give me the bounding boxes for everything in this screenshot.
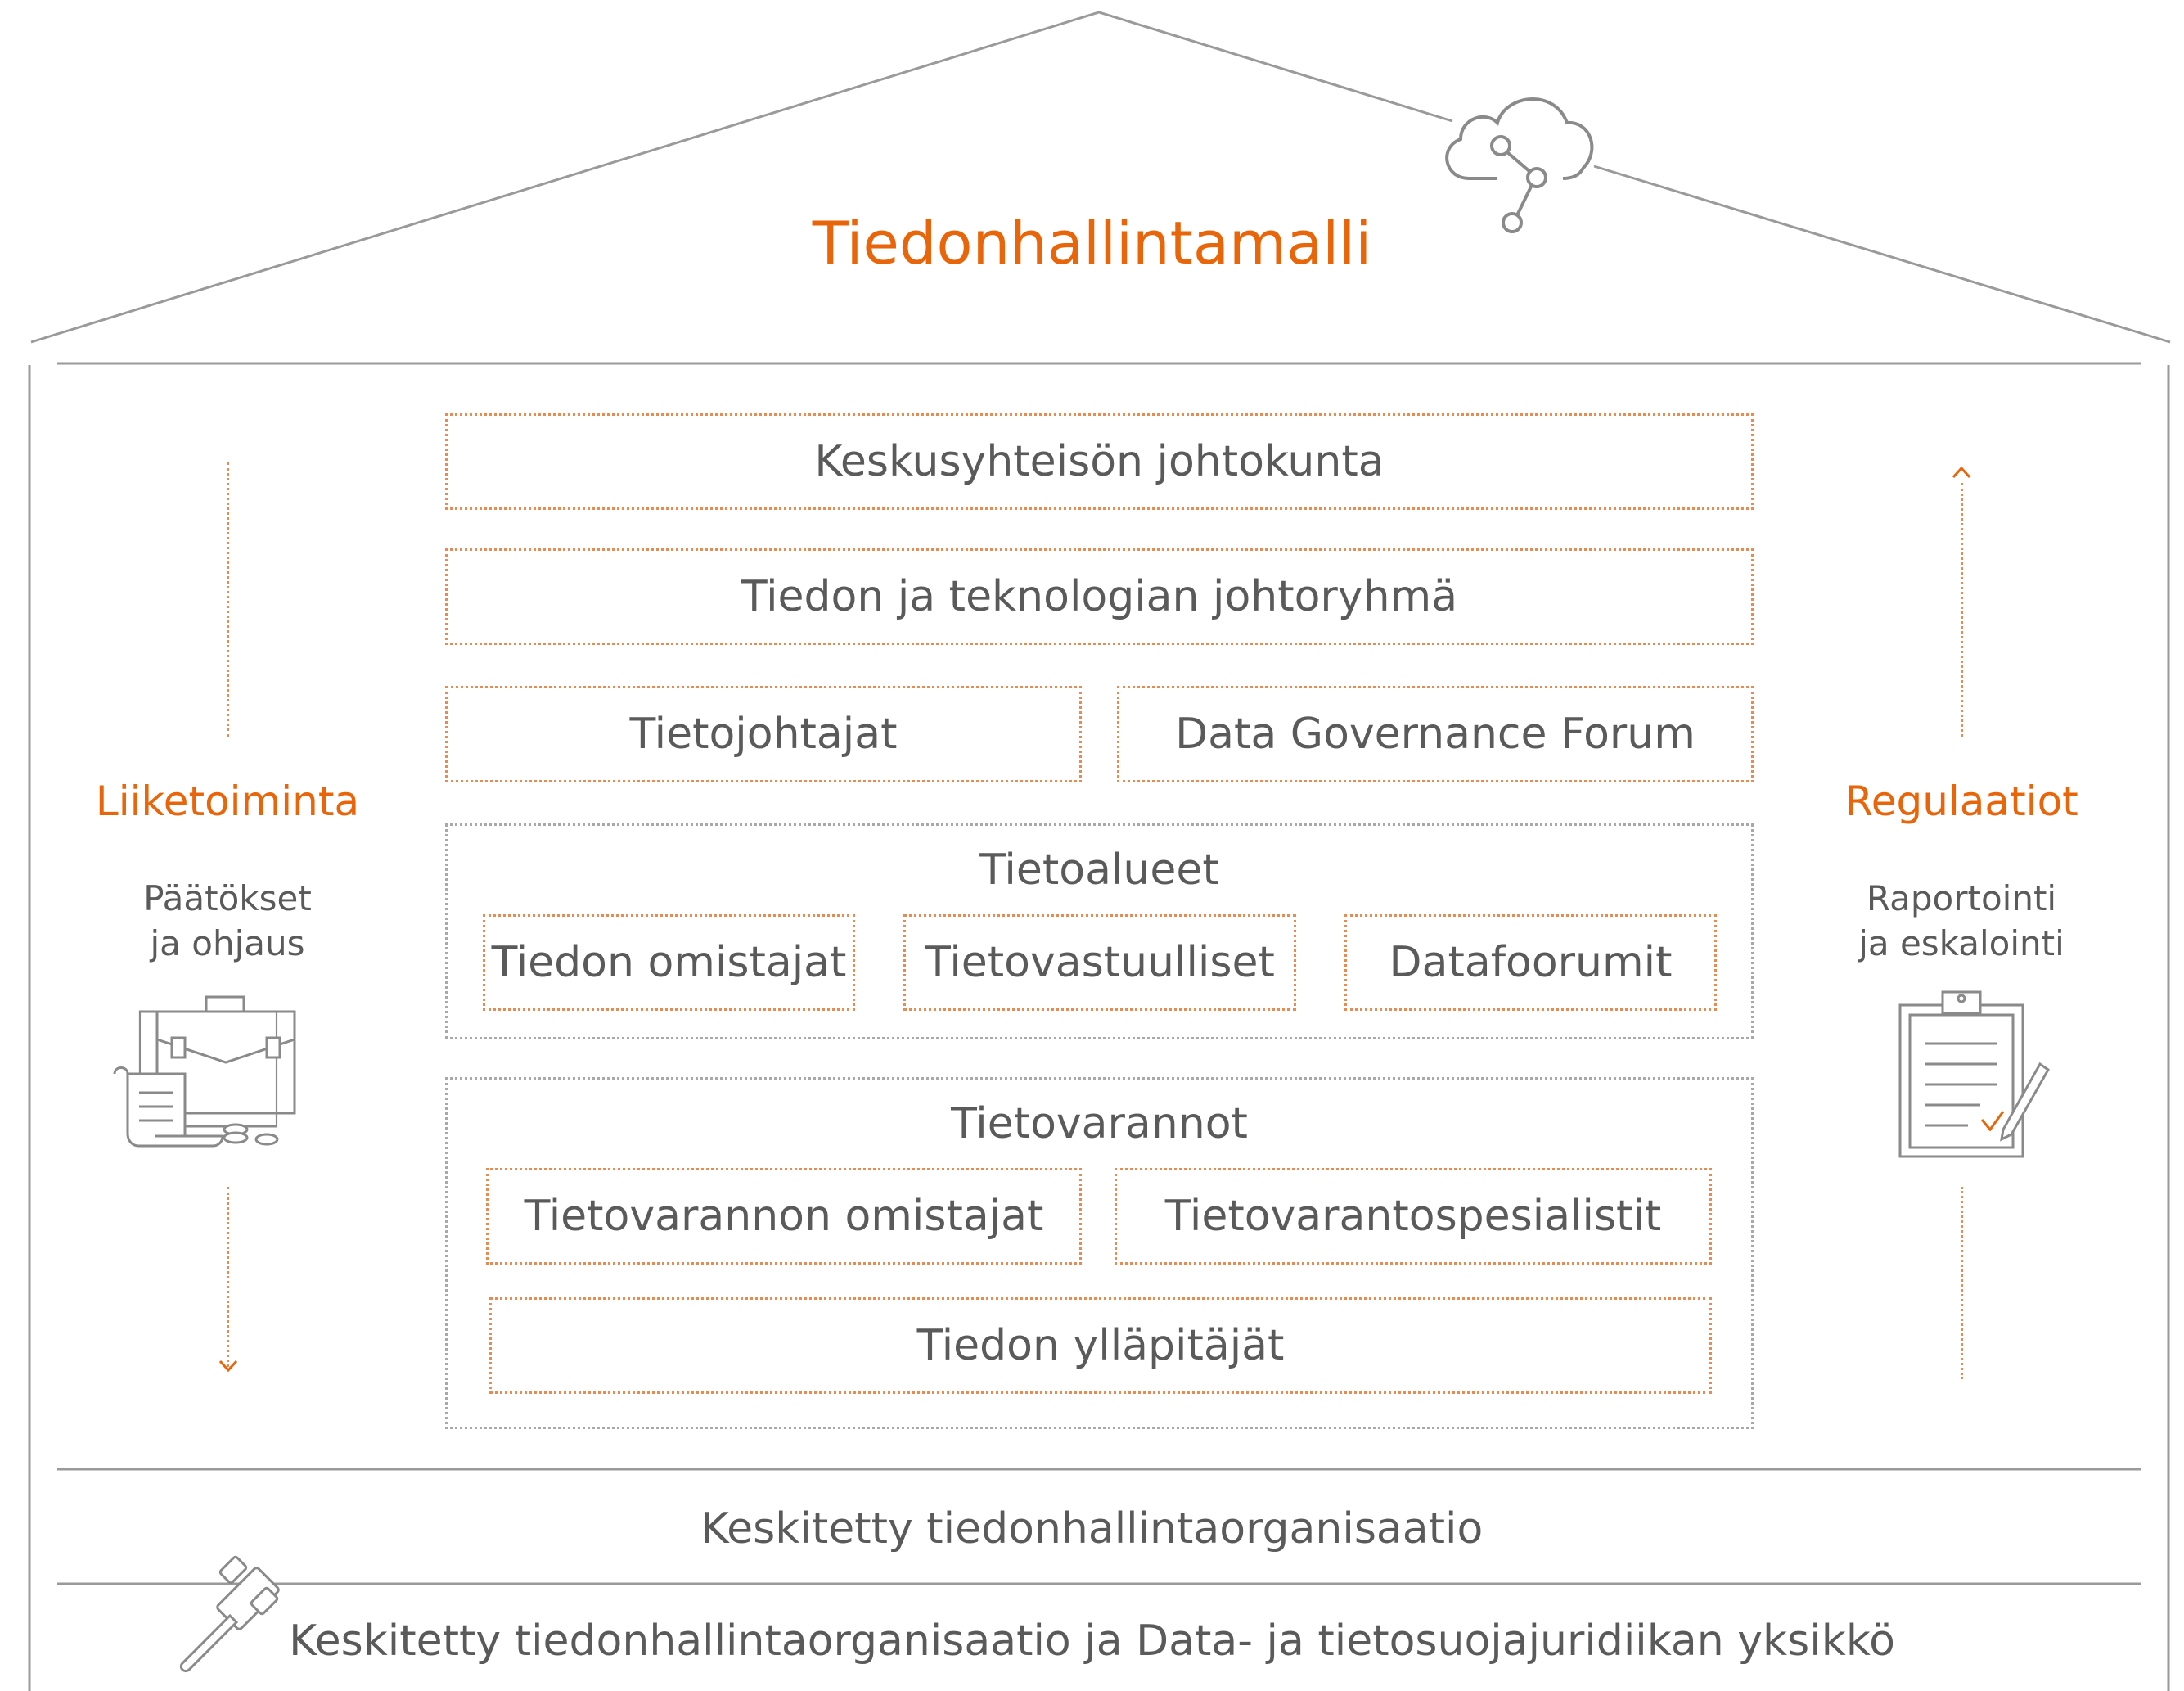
right-subtitle-line2: ja eskalointi	[1858, 923, 2065, 963]
diagram-title: Tiedonhallintamalli	[812, 209, 1372, 277]
data-leaders-box: Tietojohtajat	[445, 686, 1082, 782]
left-dotted-line-bottom	[227, 1187, 229, 1367]
board-label: Keskusyhteisön johtokunta	[814, 437, 1385, 486]
data-forums-box: Datafoorumit	[1344, 914, 1717, 1011]
asset-specialists-label: Tietovarantospesialistit	[1164, 1192, 1662, 1241]
legal-unit-label: Keskitetty tiedonhallintaorganisaatio ja…	[289, 1617, 1895, 1666]
asset-specialists-box: Tietovarantospesialistit	[1115, 1168, 1712, 1265]
left-subtitle-line1: Päätökset	[143, 878, 312, 918]
left-dotted-line-top	[227, 462, 229, 737]
gavel-icon	[179, 1555, 280, 1673]
governance-forum-label: Data Governance Forum	[1175, 710, 1695, 759]
board-box: Keskusyhteisön johtokunta	[445, 413, 1754, 510]
data-leaders-label: Tietojohtajat	[629, 710, 898, 759]
right-dotted-line-top	[1961, 483, 1963, 737]
down-arrow-icon	[218, 1360, 238, 1373]
asset-owners-box: Tietovarannon omistajat	[486, 1168, 1082, 1265]
asset-owners-label: Tietovarannon omistajat	[524, 1192, 1044, 1241]
data-domains-title: Tietoalueet	[979, 846, 1219, 895]
right-dotted-line-bottom	[1961, 1187, 1963, 1379]
left-title: Liiketoiminta	[95, 778, 360, 825]
data-assets-group: Tietovarannot	[445, 1077, 1754, 1429]
data-maintainers-box: Tiedon ylläpitäjät	[489, 1297, 1712, 1394]
data-stewards-label: Tietovastuulliset	[925, 938, 1275, 987]
data-forums-label: Datafoorumit	[1389, 938, 1673, 987]
up-arrow-icon	[1952, 466, 1971, 479]
steering-group-label: Tiedon ja teknologian johtoryhmä	[741, 572, 1458, 621]
cloud-network-icon	[1445, 97, 1594, 233]
data-domains-group: Tietoalueet	[445, 823, 1754, 1039]
governance-forum-box: Data Governance Forum	[1117, 686, 1754, 782]
data-stewards-box: Tietovastuulliset	[903, 914, 1296, 1011]
data-assets-title: Tietovarannot	[951, 1099, 1248, 1148]
left-subtitle-line2: ja ohjaus	[150, 923, 305, 963]
roof-right-line	[1593, 165, 2171, 344]
right-subtitle-line1: Raportointi	[1866, 878, 2057, 918]
data-maintainers-label: Tiedon ylläpitäjät	[916, 1321, 1285, 1370]
briefcase-documents-icon	[113, 995, 296, 1148]
data-owners-label: Tiedon omistajat	[491, 938, 847, 987]
data-owners-box: Tiedon omistajat	[483, 914, 855, 1011]
clipboard-checklist-icon	[1898, 990, 2050, 1158]
central-organisation-label: Keskitetty tiedonhallintaorganisaatio	[700, 1504, 1484, 1553]
right-title: Regulaatiot	[1844, 778, 2078, 825]
steering-group-box: Tiedon ja teknologian johtoryhmä	[445, 548, 1754, 645]
roof-left-line	[30, 11, 1453, 344]
